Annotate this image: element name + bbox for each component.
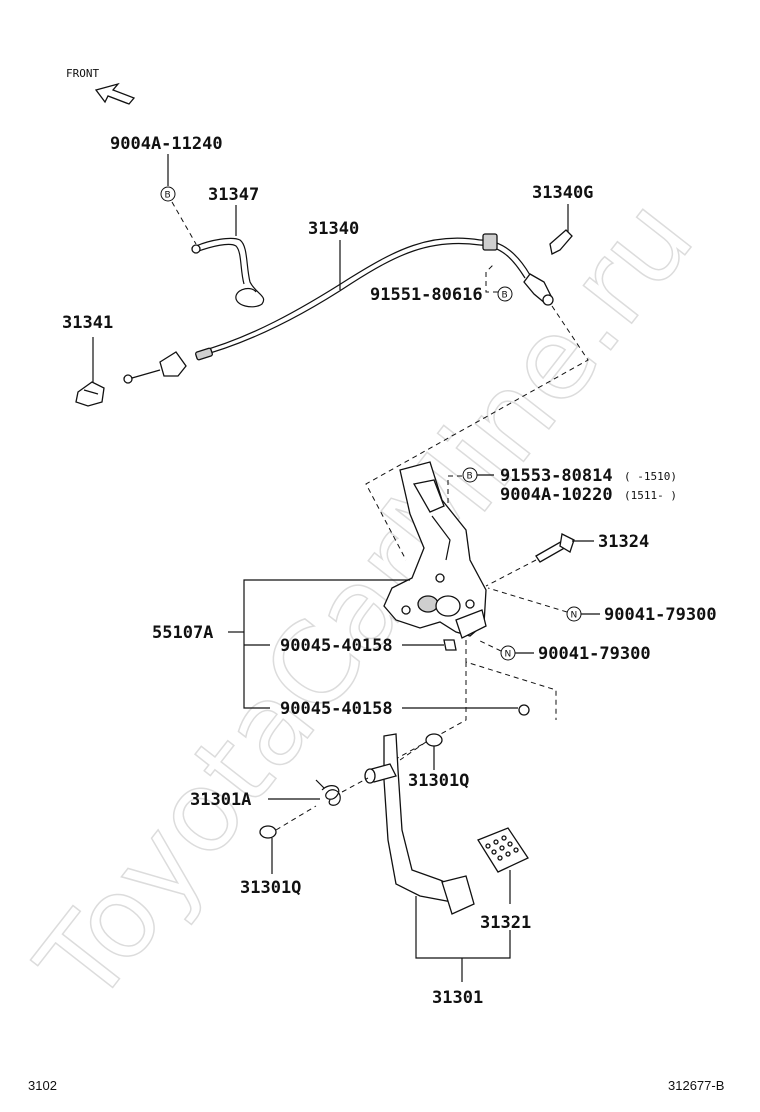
label-90045-40158-a: 90045-40158 bbox=[280, 636, 393, 656]
svg-text:N: N bbox=[505, 650, 512, 660]
label-91553-80814: 91553-80814 bbox=[500, 466, 613, 486]
svg-text:N: N bbox=[571, 611, 578, 621]
bolt-b-icon: B bbox=[160, 154, 197, 245]
svg-text:B: B bbox=[165, 191, 171, 201]
label-90041-79300-a: 90041-79300 bbox=[604, 605, 717, 625]
front-label: FRONT bbox=[66, 67, 99, 80]
label-90045-40158-b: 90045-40158 bbox=[280, 699, 393, 719]
label-9004a-11240: 9004A-11240 bbox=[110, 134, 223, 154]
leader-31301 bbox=[415, 896, 511, 982]
spring-31301a bbox=[268, 777, 369, 806]
clip-90045-a bbox=[402, 639, 457, 651]
leader-55107a bbox=[228, 579, 410, 709]
label-31347: 31347 bbox=[208, 185, 259, 205]
nut-n-icon: N bbox=[477, 639, 534, 661]
bushing-31301q-b bbox=[259, 805, 317, 874]
label-31340g: 31340G bbox=[532, 183, 593, 203]
label-91551-80616: 91551-80616 bbox=[370, 285, 483, 305]
cable-clip-31340g bbox=[549, 204, 573, 255]
footer-page-number: 3102 bbox=[28, 1078, 57, 1093]
range-9004a-10220: (1511- ) bbox=[624, 489, 677, 502]
nut-n-icon: N bbox=[487, 587, 600, 622]
bolt-b-icon: B bbox=[485, 263, 513, 302]
label-31301q-b: 31301Q bbox=[240, 878, 301, 898]
label-31340: 31340 bbox=[308, 219, 359, 239]
label-31301a: 31301A bbox=[190, 790, 251, 810]
pedal-pad-31321 bbox=[477, 827, 529, 904]
clip-90045-b bbox=[375, 640, 557, 771]
watermark-text: ToyotaCarMine.ru bbox=[13, 176, 718, 1028]
label-55107a: 55107A bbox=[152, 623, 213, 643]
range-91553: ( -1510) bbox=[624, 470, 677, 483]
bushing-31301q-a bbox=[399, 733, 443, 770]
label-31324: 31324 bbox=[598, 532, 649, 552]
pedal-pin-31324 bbox=[485, 533, 594, 587]
label-90041-79300-b: 90041-79300 bbox=[538, 644, 651, 664]
pedal-bracket bbox=[383, 461, 487, 639]
cable-clip-31341 bbox=[75, 337, 105, 407]
clutch-cable bbox=[123, 233, 554, 384]
svg-text:B: B bbox=[467, 472, 473, 482]
footer-illustration-number: 312677-B bbox=[668, 1078, 724, 1093]
front-arrow-icon: FRONT bbox=[66, 67, 136, 105]
label-31341: 31341 bbox=[62, 313, 113, 333]
bolt-b-icon: B bbox=[447, 467, 494, 504]
label-31301: 31301 bbox=[432, 988, 483, 1008]
label-31321: 31321 bbox=[480, 913, 531, 933]
pipe-31347 bbox=[191, 205, 265, 308]
pedal-arm bbox=[364, 733, 475, 915]
label-9004a-10220: 9004A-10220 bbox=[500, 485, 613, 505]
svg-text:B: B bbox=[502, 291, 508, 301]
label-31301q-a: 31301Q bbox=[408, 771, 469, 791]
